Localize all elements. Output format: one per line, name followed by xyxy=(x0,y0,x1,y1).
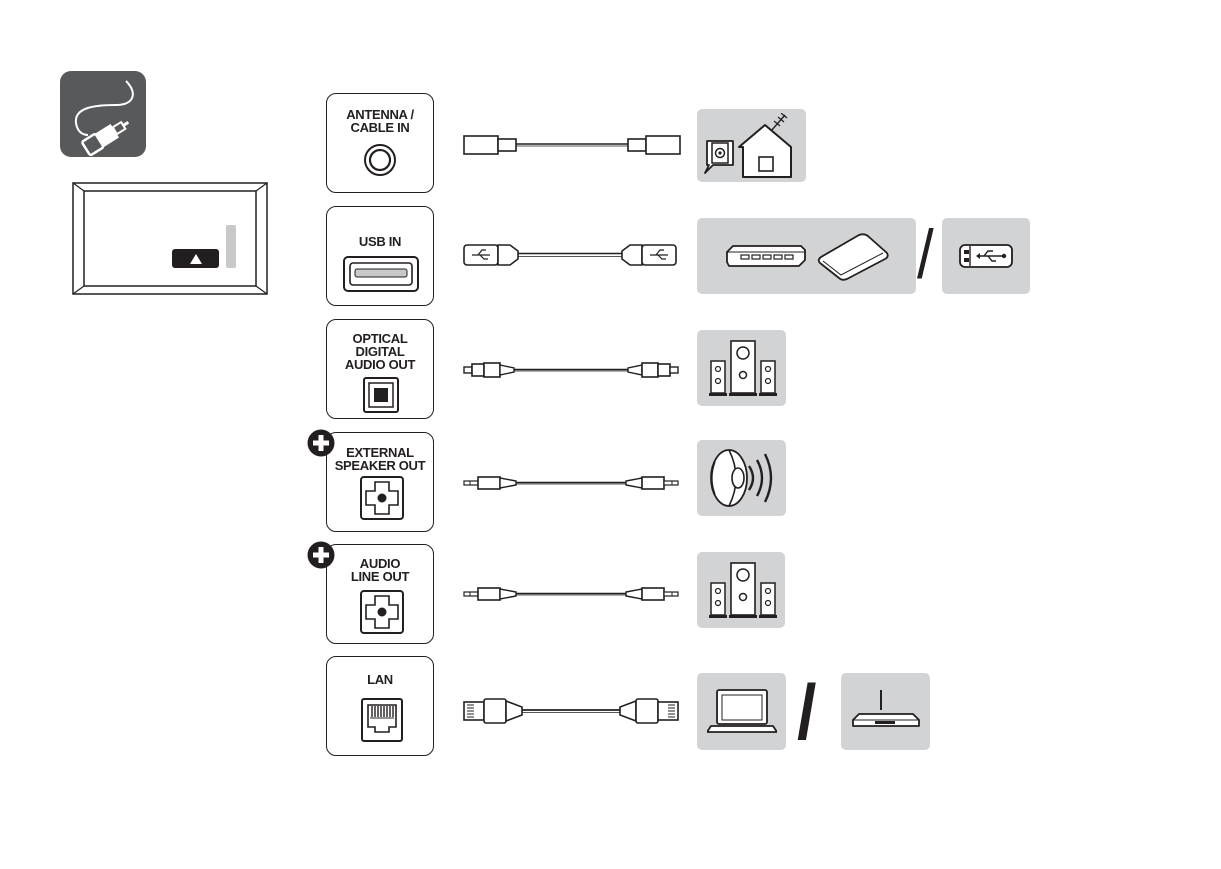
lineout-speakers-tile xyxy=(697,552,785,628)
coax-cable-icon xyxy=(462,132,682,158)
lineout-port-panel: AUDIO LINE OUT xyxy=(326,544,434,644)
lineout-minijack-cable-icon xyxy=(462,584,680,604)
separator-slash: / xyxy=(797,670,816,754)
cable-plug-icon xyxy=(60,71,146,157)
usb-cable-icon xyxy=(462,241,678,269)
lan-port-panel: LAN xyxy=(326,656,434,756)
speaker-port-label: EXTERNAL SPEAKER OUT xyxy=(327,446,433,472)
plus-badge-icon xyxy=(306,540,336,570)
lineout-port-label: AUDIO LINE OUT xyxy=(327,557,433,583)
separator-slash: / xyxy=(917,210,934,300)
usb-port-label: USB IN xyxy=(327,235,433,248)
speaker-system-icon xyxy=(707,561,777,619)
tv-rear-panel-icon xyxy=(72,182,268,295)
plus-badge-icon xyxy=(306,428,336,458)
usb-port-panel: USB IN xyxy=(326,206,434,306)
rj45-jack-icon xyxy=(360,697,404,743)
speaker-minijack-cable-icon xyxy=(462,473,680,493)
wall-outlet-house-antenna-icon xyxy=(701,113,803,179)
ethernet-cable-icon xyxy=(462,696,680,726)
optical-speakers-tile xyxy=(697,330,786,406)
external-hdd-icon xyxy=(815,231,891,281)
speaker-system-icon xyxy=(707,339,777,397)
router-tile xyxy=(841,673,930,750)
antenna-device-tile xyxy=(697,109,806,182)
speaker-port-panel: EXTERNAL SPEAKER OUT xyxy=(326,432,434,532)
usb-jack-icon xyxy=(342,255,420,293)
optical-port-label: OPTICAL DIGITAL AUDIO OUT xyxy=(327,332,433,371)
optical-cable-icon xyxy=(462,360,680,380)
usb-stick-tile xyxy=(942,218,1030,294)
speaker-cone-tile xyxy=(697,440,786,516)
router-icon xyxy=(849,686,923,736)
usb-devices-tile xyxy=(697,218,916,294)
antenna-port-label: ANTENNA / CABLE IN xyxy=(327,108,433,134)
lan-port-label: LAN xyxy=(327,673,433,686)
laptop-icon xyxy=(707,688,777,736)
usb-stick-icon xyxy=(958,243,1014,269)
speaker-cone-icon xyxy=(705,446,781,510)
optical-jack-icon xyxy=(362,376,400,414)
minijack-lineout-icon xyxy=(359,589,405,635)
set-top-box-icon xyxy=(725,244,807,270)
antenna-port-panel: ANTENNA / CABLE IN xyxy=(326,93,434,193)
laptop-tile xyxy=(697,673,786,750)
coax-jack-icon xyxy=(362,142,398,178)
minijack-speaker-icon xyxy=(359,475,405,521)
optical-port-panel: OPTICAL DIGITAL AUDIO OUT xyxy=(326,319,434,419)
